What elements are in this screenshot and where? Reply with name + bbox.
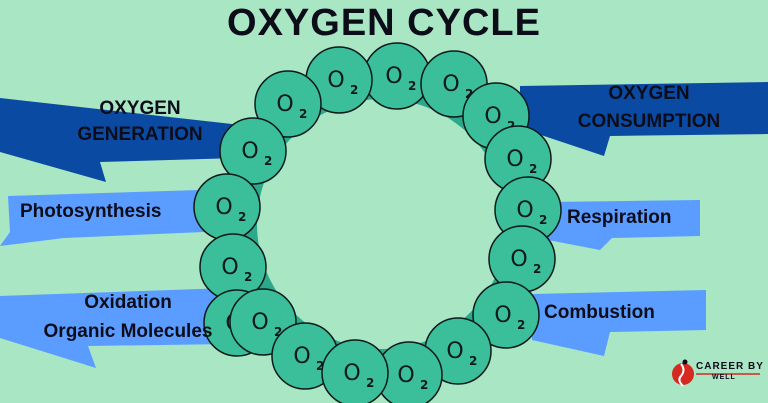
generation-line2: GENERATION [77, 124, 203, 145]
molecule-subscript: 2 [264, 154, 272, 168]
molecule-subscript: 2 [350, 83, 358, 97]
molecule-subscript: 2 [517, 318, 525, 332]
molecule-symbol: O [385, 64, 402, 89]
oxygen-consumption-label: OXYGEN CONSUMPTION [540, 80, 758, 136]
molecule-symbol: O [343, 361, 360, 386]
molecule-subscript: 2 [529, 162, 537, 176]
molecule-symbol: O [442, 72, 459, 97]
molecule-symbol: O [293, 344, 310, 369]
molecule-symbol: O [327, 68, 344, 93]
molecule-subscript: 2 [533, 262, 541, 276]
photosynthesis-label: Photosynthesis [20, 201, 162, 222]
logo-text-primary: CAREER BY [696, 361, 764, 372]
oxidation-line2: Organic Molecules [43, 321, 213, 342]
consumption-line1: OXYGEN [608, 83, 690, 104]
molecule-symbol: O [484, 104, 501, 129]
respiration-banner [548, 200, 700, 250]
generation-line1: OXYGEN [99, 98, 181, 119]
molecule-subscript: 2 [316, 359, 324, 373]
molecule-subscript: 2 [238, 210, 246, 224]
molecule-symbol: O [397, 363, 414, 388]
consumption-banner [520, 82, 768, 156]
generation-banner [0, 98, 238, 182]
oxidation-banner [0, 288, 230, 368]
molecule-symbol: O [276, 92, 293, 117]
molecule-symbol: O [215, 195, 232, 220]
molecule-symbol: O [510, 247, 527, 272]
molecule-subscript: 2 [299, 107, 307, 121]
logo-text-secondary: WELL [712, 374, 736, 381]
logo-head-icon [682, 359, 688, 365]
page-title: OXYGEN CYCLE [227, 2, 541, 44]
molecule-circle [321, 339, 389, 403]
combustion-banner [532, 290, 706, 356]
molecule-symbol: O [506, 147, 523, 172]
molecule-subscript: 2 [469, 354, 477, 368]
molecule-subscript: 2 [244, 270, 252, 284]
molecule-subscript: 2 [366, 376, 374, 390]
logo-figure-icon [678, 363, 685, 387]
molecule-circle [219, 117, 287, 185]
photosynthesis-banner [0, 190, 204, 246]
combustion-label: Combustion [544, 302, 655, 323]
oxidation-line1: Oxidation [84, 292, 172, 313]
oxidation-label: Oxidation Organic Molecules [8, 288, 248, 346]
respiration-label: Respiration [567, 207, 672, 228]
molecule-symbol: O [494, 303, 511, 328]
molecule-subscript: 2 [420, 378, 428, 392]
molecule-symbol: O [446, 339, 463, 364]
molecule-subscript: 2 [274, 325, 282, 339]
molecule-circle [472, 281, 540, 349]
molecule-symbol: O [241, 139, 258, 164]
molecule-subscript: 2 [539, 213, 547, 227]
molecule-symbol: O [221, 255, 238, 280]
molecule-subscript: 2 [408, 79, 416, 93]
molecule-symbol: O [251, 310, 268, 335]
oxygen-generation-label: OXYGEN GENERATION [40, 96, 240, 148]
oxygen-molecule-ring: O2O2O2O2O2O2O2O2O2O2O2O2O2O2O2O2O2O2 [193, 42, 562, 403]
career-by-well-logo [672, 359, 760, 387]
cycle-ring-inner [257, 99, 507, 349]
consumption-line2: CONSUMPTION [577, 111, 721, 132]
molecule-subscript: 2 [465, 87, 473, 101]
molecule-symbol: O [516, 198, 533, 223]
molecule-circle [254, 70, 322, 138]
